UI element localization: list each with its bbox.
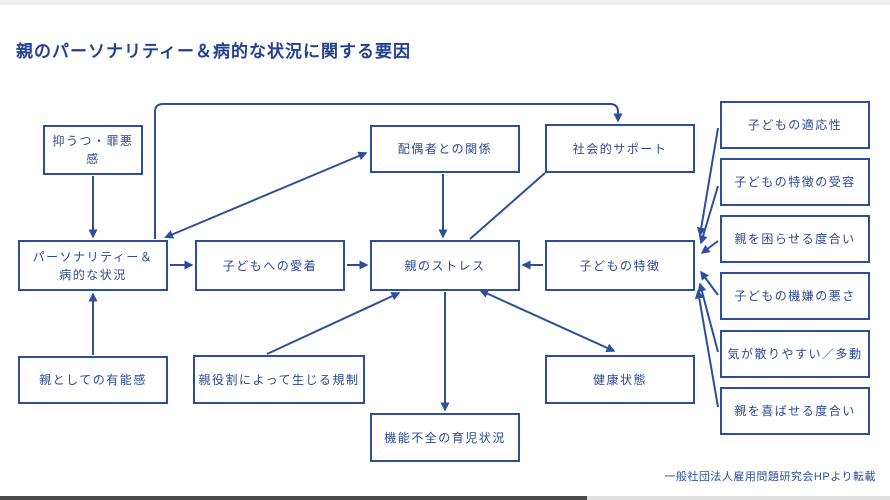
node-spouse-relationship: 配偶者との関係 xyxy=(370,125,520,173)
node-distractibility-hyperactivity: 気が散りやすい／多動 xyxy=(720,330,870,378)
node-role-restrictions: 親役割によって生じる規制 xyxy=(193,355,365,404)
node-acceptance-of-traits: 子どもの特徴の受容 xyxy=(720,158,870,206)
arrow-distractibility-to-child-traits xyxy=(697,282,719,353)
node-degree-pleasing-parent: 親を喜ばせる度合い xyxy=(720,387,870,435)
node-child-adaptability: 子どもの適応性 xyxy=(720,101,870,149)
node-social-support: 社会的サポート xyxy=(545,124,695,173)
node-child-characteristics: 子どもの特徴 xyxy=(545,240,695,291)
arrow-adaptability-to-child-traits xyxy=(696,127,719,237)
node-personality-pathology: パーソナリティー＆ 病的な状況 xyxy=(18,240,168,291)
source-credit: 一般社団法人雇用問題研究会HPより転載 xyxy=(664,471,876,483)
arrow-pleasing-to-child-traits xyxy=(694,289,719,408)
arrow-acceptance-to-child-traits xyxy=(698,185,719,245)
video-progress-bar[interactable] xyxy=(0,496,890,500)
node-attachment-to-child: 子どもへの愛着 xyxy=(195,240,345,291)
arrow-troubling-to-child-traits xyxy=(700,240,719,254)
node-child-moodiness: 子どもの機嫌の悪さ xyxy=(720,272,870,320)
line-social-support-to-stress xyxy=(469,172,546,240)
node-dysfunctional-parenting: 機能不全の育児状況 xyxy=(370,413,520,462)
node-degree-troubling-parent: 親を困らせる度合い xyxy=(720,215,870,263)
arrow-stress-health-two-way xyxy=(479,289,616,353)
node-parent-stress: 親のストレス xyxy=(370,240,520,291)
video-progress-played xyxy=(0,496,588,500)
node-parental-competence: 親としての有能感 xyxy=(18,356,168,404)
arrow-personality-spouse-two-way xyxy=(164,151,368,239)
top-edge-strip xyxy=(0,0,890,5)
node-health-status: 健康状態 xyxy=(545,355,695,404)
arrow-role-restriction-to-stress xyxy=(266,292,401,355)
page-title: 親のパーソナリティー＆病的な状況に関する要因 xyxy=(16,42,411,62)
arrow-moodiness-to-child-traits xyxy=(700,270,719,296)
node-depression-guilt: 抑うつ・罪悪感 xyxy=(43,125,143,175)
